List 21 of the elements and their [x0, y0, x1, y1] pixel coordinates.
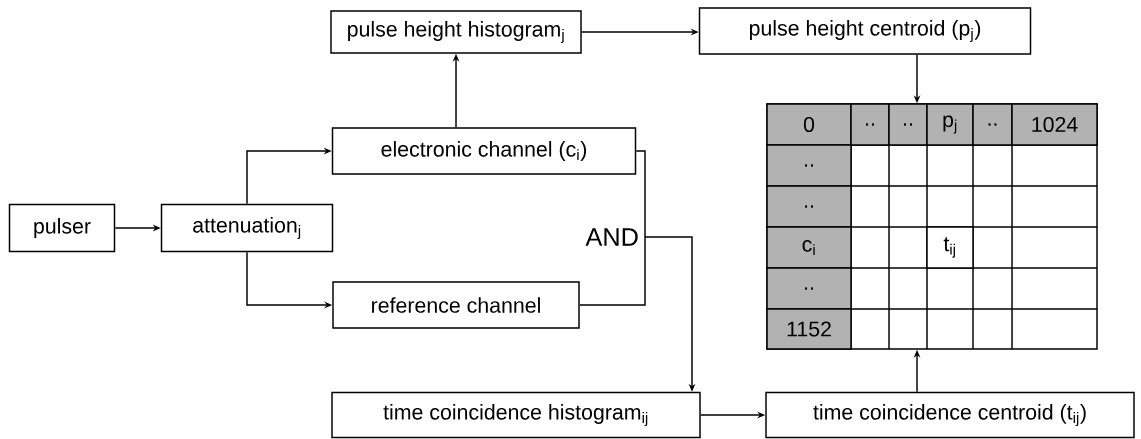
table-cell: c$_{i}$: [766, 226, 852, 269]
connector-line: [635, 150, 646, 238]
process-box: electronic channel (c$_{i}$): [331, 127, 637, 175]
table-cell: p$_{j}$: [926, 103, 974, 146]
process-box: pulse height centroid (p$_{j}$): [698, 7, 1032, 55]
process-box: time coincidence centroid (t$_{ij}$): [765, 391, 1135, 439]
table-cell: 1152: [766, 308, 852, 350]
process-box: pulse height histogram$_{j}$: [330, 10, 582, 54]
table-cell: ..: [766, 144, 852, 187]
process-box: time coincidence histogram$_{ij}$: [331, 391, 701, 439]
process-box: pulser: [8, 203, 116, 253]
table-cell: ..: [972, 103, 1013, 146]
table-cell: ..: [850, 103, 890, 146]
table-cell: ..: [888, 103, 928, 146]
process-box: reference channel: [332, 281, 580, 329]
table-cell: ..: [766, 185, 852, 228]
table-cell: t$_{ij}$: [926, 226, 974, 269]
connector-line: [579, 236, 646, 306]
table-cell: ..: [766, 267, 852, 310]
gate-label: AND: [585, 228, 638, 246]
process-box: attenuation$_{j}$: [160, 203, 334, 253]
